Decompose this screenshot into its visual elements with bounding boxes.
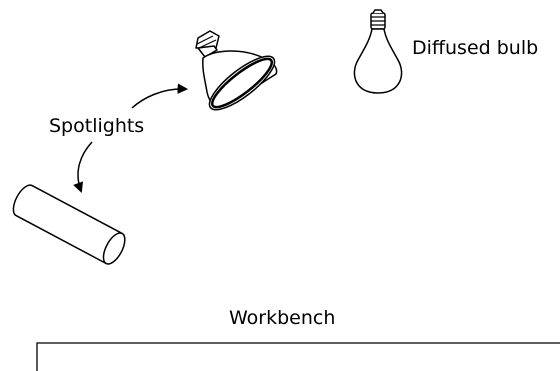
workbench-label: Workbench [229, 307, 335, 329]
arrow-to-cylinder-spotlight [73, 141, 93, 193]
spotlights-label: Spotlights [49, 115, 144, 137]
par-spotlight-icon [195, 30, 278, 111]
cylinder-spotlight-icon [12, 184, 126, 265]
workbench-outline [36, 342, 560, 371]
diffused-bulb-icon [353, 9, 403, 94]
arrow-to-par-spotlight [131, 83, 189, 109]
diffused-bulb-label: Diffused bulb [412, 37, 538, 59]
